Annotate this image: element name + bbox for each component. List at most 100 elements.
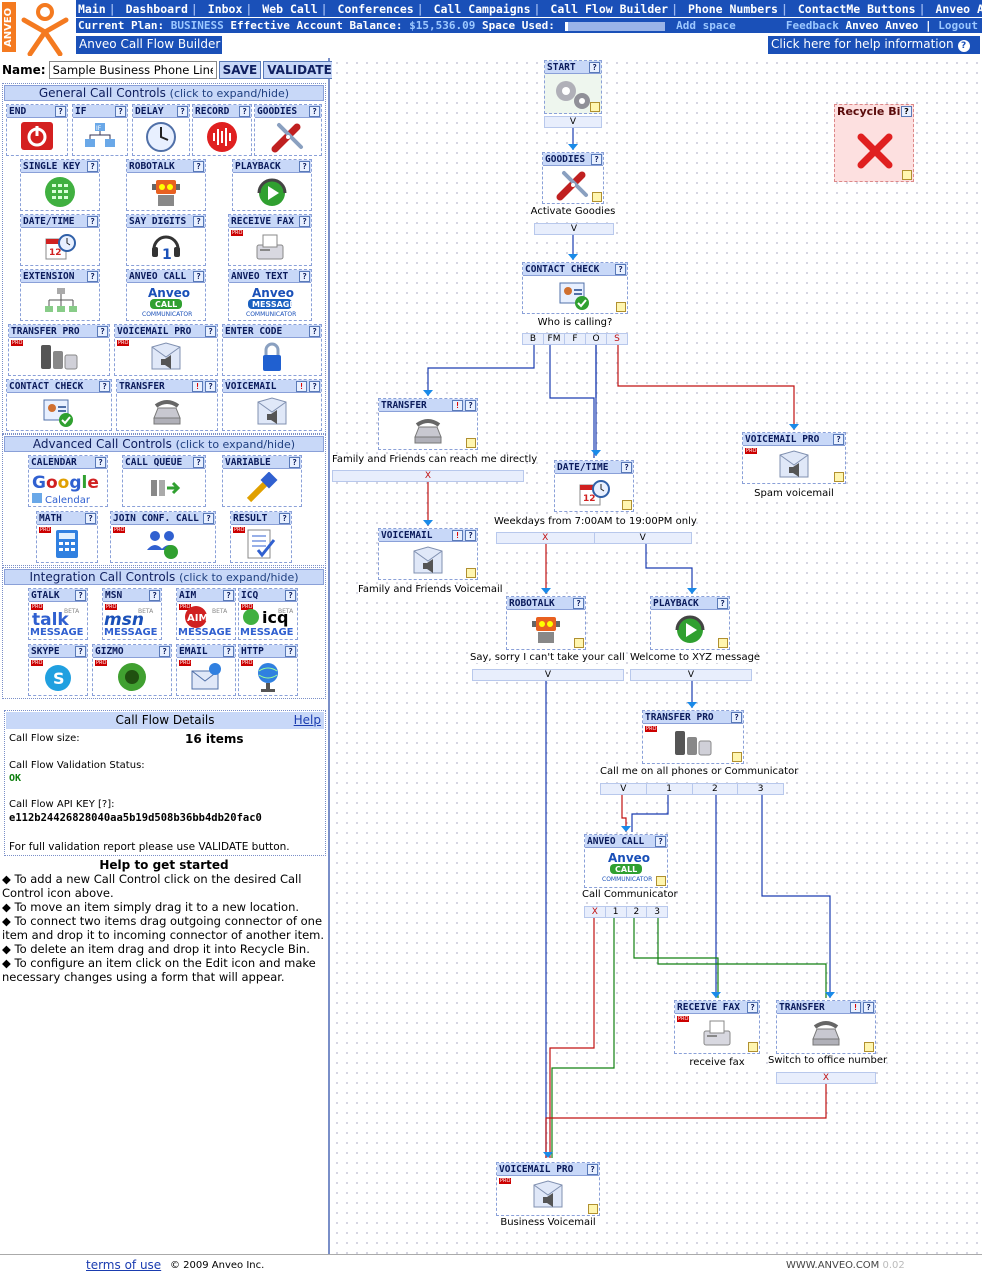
help-icon[interactable]: ?: [55, 106, 66, 117]
help-icon[interactable]: ?: [87, 216, 98, 227]
nav-call-flow-builder[interactable]: Call Flow Builder: [550, 2, 669, 16]
nav-web-call[interactable]: Web Call: [262, 2, 318, 16]
control-playback[interactable]: PLAYBACK?: [232, 159, 312, 211]
help-icon[interactable]: ?: [833, 434, 844, 445]
connector-2[interactable]: 2: [693, 784, 739, 794]
help-icon[interactable]: ?: [95, 457, 106, 468]
help-icon[interactable]: ?: [87, 271, 98, 282]
connector-3[interactable]: 3: [654, 907, 660, 917]
connector-x[interactable]: X: [822, 1073, 830, 1083]
help-icon[interactable]: ?: [309, 106, 320, 117]
control-receive-fax[interactable]: RECEIVE FAX?PRO: [228, 214, 312, 266]
help-icon[interactable]: ?: [203, 513, 214, 524]
help-icon[interactable]: ?: [465, 400, 476, 411]
control-say-digits[interactable]: SAY DIGITS?1: [126, 214, 206, 266]
node-start[interactable]: START?: [544, 60, 602, 114]
control-math[interactable]: MATH?PRO: [36, 511, 98, 563]
nav-phone-numbers[interactable]: Phone Numbers: [687, 2, 778, 16]
connector-1[interactable]: 1: [647, 784, 693, 794]
node-transfer1[interactable]: TRANSFER!?: [378, 398, 478, 450]
nav-inbox[interactable]: Inbox: [207, 2, 243, 16]
details-help-link[interactable]: Help: [293, 713, 321, 727]
node-transferpro[interactable]: TRANSFER PRO?PRO: [642, 710, 744, 764]
help-icon[interactable]: ?: [863, 1002, 874, 1013]
control-transfer-pro[interactable]: TRANSFER PRO?PRO: [8, 324, 110, 376]
edit-pencil-icon[interactable]: [834, 472, 844, 482]
edit-pencil-icon[interactable]: [902, 170, 912, 180]
connector-v[interactable]: V: [544, 670, 552, 680]
nav-call-campaigns[interactable]: Call Campaigns: [433, 2, 531, 16]
edit-pencil-icon[interactable]: [592, 192, 602, 202]
control-extension[interactable]: EXTENSION?: [20, 269, 100, 321]
help-icon[interactable]: ?: [87, 161, 98, 172]
help-icon[interactable]: ?: [193, 216, 204, 227]
edit-pencil-icon[interactable]: [466, 438, 476, 448]
help-icon[interactable]: ?: [285, 646, 296, 657]
connector-3[interactable]: 3: [757, 784, 764, 794]
control-voicemail[interactable]: VOICEMAIL!?: [222, 379, 322, 431]
help-icon[interactable]: ?: [289, 457, 300, 468]
edit-pencil-icon[interactable]: [748, 1042, 758, 1052]
help-icon[interactable]: ?: [309, 326, 320, 337]
connector-2[interactable]: 2: [627, 907, 648, 917]
help-icon[interactable]: ?: [205, 381, 216, 392]
control-call-queue[interactable]: CALL QUEUE?: [122, 455, 206, 507]
connector-v[interactable]: V: [601, 784, 647, 794]
terms-of-use-link[interactable]: terms of use: [86, 1258, 162, 1272]
nav-dashboard[interactable]: Dashboard: [125, 2, 188, 16]
control-join-conf-call[interactable]: JOIN CONF. CALL?PRO: [110, 511, 216, 563]
connector-s[interactable]: S: [614, 334, 620, 344]
anveo-logo[interactable]: ANVEO: [0, 0, 74, 58]
control-transfer[interactable]: TRANSFER!?: [116, 379, 218, 431]
edit-pencil-icon[interactable]: [574, 638, 584, 648]
help-icon[interactable]: ?: [239, 106, 250, 117]
control-delay[interactable]: DELAY?: [132, 104, 190, 156]
help-icon[interactable]: ?: [279, 513, 290, 524]
help-icon[interactable]: ?: [573, 598, 584, 609]
connector-b[interactable]: B: [523, 334, 544, 344]
connector-v[interactable]: V: [569, 117, 577, 127]
control-date-time[interactable]: DATE/TIME?12: [20, 214, 100, 266]
general-controls-header[interactable]: General Call Controls (click to expand/h…: [4, 85, 324, 101]
help-icon[interactable]: ?: [299, 216, 310, 227]
help-icon[interactable]: ?: [309, 381, 320, 392]
help-icon[interactable]: ?: [193, 457, 204, 468]
help-icon[interactable]: ?: [299, 161, 310, 172]
nav-conferences[interactable]: Conferences: [337, 2, 414, 16]
edit-pencil-icon[interactable]: [864, 1042, 874, 1052]
control-email[interactable]: EMAIL?PRO: [176, 644, 236, 696]
control-http[interactable]: HTTP?PRO: [238, 644, 298, 696]
node-fax[interactable]: RECEIVE FAX?PRO: [674, 1000, 760, 1054]
help-icon[interactable]: ?: [621, 462, 632, 473]
help-icon[interactable]: ?: [193, 161, 204, 172]
control-voicemail-pro[interactable]: VOICEMAIL PRO?PRO: [114, 324, 218, 376]
save-button[interactable]: SAVE: [218, 61, 262, 79]
node-vmpro1[interactable]: VOICEMAIL PRO?PRO: [742, 432, 846, 484]
edit-pencil-icon[interactable]: [732, 752, 742, 762]
edit-pencil-icon[interactable]: [588, 1204, 598, 1214]
logout-link[interactable]: Logout: [938, 19, 978, 32]
help-icon[interactable]: ?: [193, 271, 204, 282]
help-icon[interactable]: ?: [591, 154, 602, 165]
nav-anveo-api[interactable]: Anveo API: [935, 2, 982, 16]
help-icon[interactable]: ?: [717, 598, 728, 609]
control-contact-check[interactable]: CONTACT CHECK?: [6, 379, 112, 431]
help-icon[interactable]: ?: [299, 271, 310, 282]
help-icon[interactable]: ?: [223, 646, 234, 657]
help-icon[interactable]: ?: [159, 646, 170, 657]
feedback-link[interactable]: Feedback: [785, 19, 839, 32]
help-icon[interactable]: ?: [901, 106, 912, 117]
node-robotalk[interactable]: ROBOTALK?: [506, 596, 586, 650]
control-result[interactable]: RESULT?PRO: [230, 511, 292, 563]
control-record[interactable]: RECORD?: [192, 104, 252, 156]
help-icon[interactable]: ?: [75, 646, 86, 657]
help-icon[interactable]: ?: [655, 836, 666, 847]
edit-pencil-icon[interactable]: [590, 102, 600, 112]
control-enter-code[interactable]: ENTER CODE?: [222, 324, 322, 376]
